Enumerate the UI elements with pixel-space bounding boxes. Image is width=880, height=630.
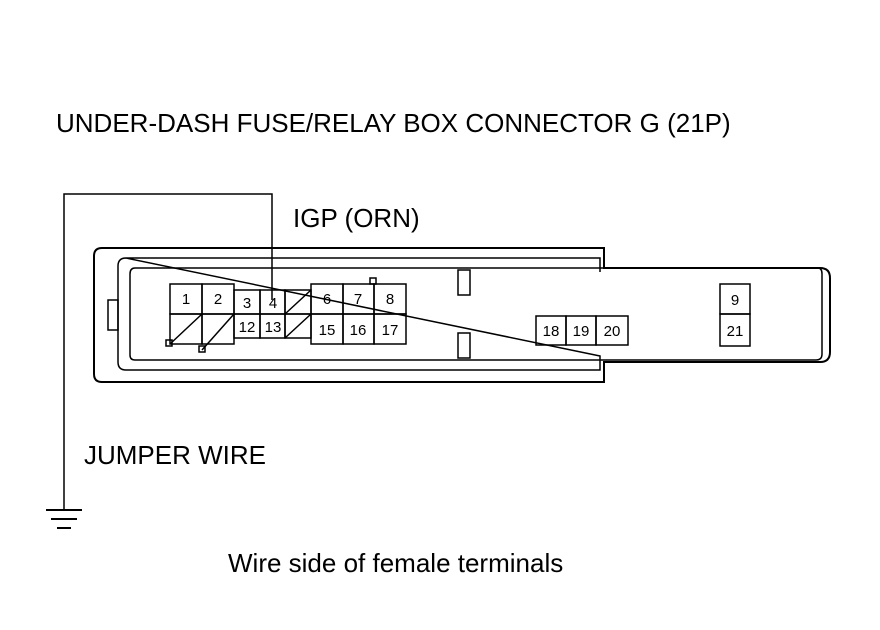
key-slot-top	[457, 269, 471, 296]
terminal-9: 9	[731, 292, 739, 309]
connector-housing	[93, 247, 831, 383]
connector-cavity	[129, 267, 823, 361]
terminal-1: 1	[182, 291, 190, 308]
terminal-16: 16	[350, 322, 367, 339]
jumper-wire	[63, 193, 273, 510]
terminal-15: 15	[319, 322, 336, 339]
terminal-21: 21	[727, 323, 744, 340]
terminal-20: 20	[604, 323, 621, 340]
terminal-3: 3	[243, 295, 251, 312]
terminal-17: 17	[382, 322, 399, 339]
jumper-wire-label: JUMPER WIRE	[84, 440, 266, 470]
terminal-13: 13	[265, 319, 282, 336]
terminal-8: 8	[386, 291, 394, 308]
terminal-2: 2	[214, 291, 222, 308]
ground-icon	[46, 509, 82, 529]
terminal-19: 19	[573, 323, 590, 340]
key-slot-bottom	[457, 332, 471, 359]
connector-lock-tab	[107, 299, 119, 331]
terminal-7: 7	[354, 291, 362, 308]
terminal-4: 4	[269, 295, 277, 312]
terminal-block-right	[719, 283, 751, 347]
terminal-6: 6	[323, 291, 331, 308]
terminal-18: 18	[543, 323, 560, 340]
terminal-12: 12	[239, 319, 256, 336]
wire-label-igp: IGP (ORN)	[293, 203, 420, 233]
diagram-title: UNDER-DASH FUSE/RELAY BOX CONNECTOR G (2…	[56, 108, 731, 138]
terminal-block-middle	[535, 315, 629, 346]
terminal-block-left	[165, 277, 407, 353]
diagram-caption: Wire side of female terminals	[228, 548, 564, 578]
